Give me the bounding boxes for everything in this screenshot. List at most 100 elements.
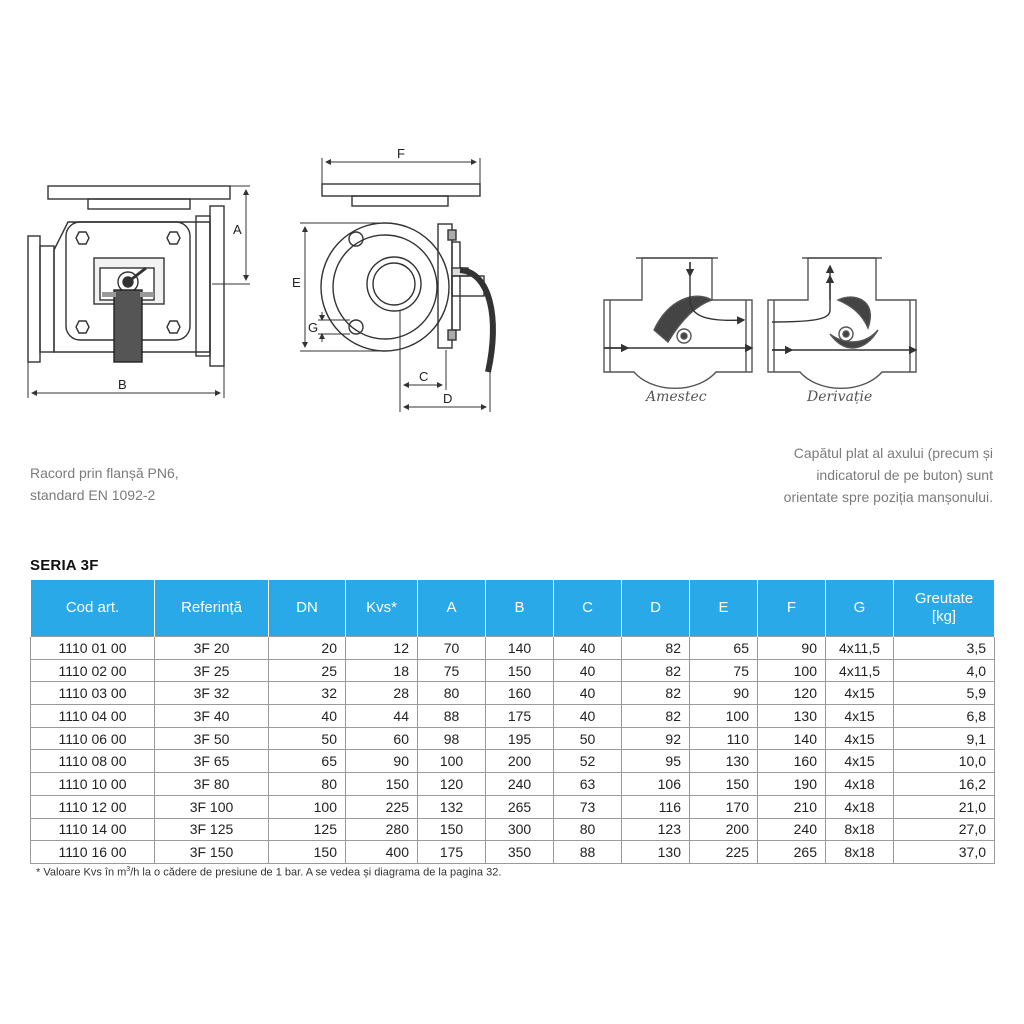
footnote-text-end: /h la o cădere de presiune de 1 bar. A s… xyxy=(130,866,502,879)
cell-a: 75 xyxy=(417,658,486,683)
cell-d: 82 xyxy=(621,658,690,683)
cell-b: 265 xyxy=(485,794,554,819)
cell-cod-art: 1110 03 00 xyxy=(30,681,155,706)
dim-label-d: D xyxy=(443,391,452,406)
cell-g: 4x11,5 xyxy=(825,636,894,660)
cell-f: 100 xyxy=(757,658,826,683)
cell-g: 8x18 xyxy=(825,840,894,864)
cell-d: 130 xyxy=(621,840,690,864)
cell-f: 90 xyxy=(757,636,826,660)
cell-cod-art: 1110 01 00 xyxy=(30,636,155,660)
cell-g: 4x15 xyxy=(825,726,894,751)
cell-dn: 20 xyxy=(268,636,346,660)
header-dn: DN xyxy=(268,580,346,637)
valve-drawings-svg: A B F E xyxy=(27,146,918,412)
flange-note-line-2: standard EN 1092-2 xyxy=(30,487,156,503)
flow-diagram-bypass xyxy=(767,257,918,390)
header-b: B xyxy=(485,580,554,637)
cell-dn: 32 xyxy=(268,681,346,706)
table-header-row: Cod art. Referință DN Kvs* A B C D E F G… xyxy=(30,580,995,637)
cell-c: 40 xyxy=(553,704,622,728)
cell-greutate: 5,9 xyxy=(893,681,995,706)
cell-referinta: 3F 32 xyxy=(154,681,269,706)
cell-c: 50 xyxy=(553,726,622,751)
dim-a xyxy=(212,185,250,285)
cell-b: 240 xyxy=(485,772,554,796)
caption-mixing: Amestec xyxy=(644,389,707,405)
cell-cod-art: 1110 08 00 xyxy=(30,749,155,774)
shaft-note-line-2: indicatorul de pe buton) sunt xyxy=(816,467,993,483)
cell-kvs: 400 xyxy=(345,840,418,864)
cell-referinta: 3F 40 xyxy=(154,704,269,728)
cell-b: 140 xyxy=(485,636,554,660)
cell-d: 106 xyxy=(621,772,690,796)
cell-c: 40 xyxy=(553,658,622,683)
cell-e: 75 xyxy=(689,658,758,683)
cell-greutate: 37,0 xyxy=(893,840,995,864)
flange-note: Racord prin flanșă PN6, standard EN 1092… xyxy=(30,462,290,506)
cell-b: 150 xyxy=(485,658,554,683)
cell-greutate: 16,2 xyxy=(893,772,995,796)
cell-kvs: 12 xyxy=(345,636,418,660)
cell-b: 195 xyxy=(485,726,554,751)
cell-d: 92 xyxy=(621,726,690,751)
cell-f: 160 xyxy=(757,749,826,774)
cell-referinta: 3F 20 xyxy=(154,636,269,660)
cell-kvs: 44 xyxy=(345,704,418,728)
caption-bypass: Derivație xyxy=(806,389,872,405)
valve-front-view xyxy=(27,185,231,367)
cell-g: 4x15 xyxy=(825,681,894,706)
shaft-note: Capătul plat al axului (precum și indica… xyxy=(693,442,993,508)
header-a: A xyxy=(417,580,486,637)
header-referinta: Referință xyxy=(154,580,269,637)
cell-a: 100 xyxy=(417,749,486,774)
cell-f: 190 xyxy=(757,772,826,796)
cell-g: 4x15 xyxy=(825,749,894,774)
header-e: E xyxy=(689,580,758,637)
cell-a: 98 xyxy=(417,726,486,751)
cell-kvs: 18 xyxy=(345,658,418,683)
cell-dn: 40 xyxy=(268,704,346,728)
header-cod-art: Cod art. xyxy=(30,580,155,637)
header-c: C xyxy=(553,580,622,637)
header-greutate-unit: [kg] xyxy=(931,608,957,625)
cell-e: 130 xyxy=(689,749,758,774)
technical-drawings: A B F E xyxy=(0,0,1024,440)
cell-kvs: 150 xyxy=(345,772,418,796)
cell-kvs: 90 xyxy=(345,749,418,774)
cell-d: 82 xyxy=(621,681,690,706)
series-title: SERIA 3F xyxy=(30,557,99,574)
cell-e: 170 xyxy=(689,794,758,819)
cell-e: 225 xyxy=(689,840,758,864)
cell-referinta: 3F 25 xyxy=(154,658,269,683)
cell-dn: 25 xyxy=(268,658,346,683)
cell-c: 88 xyxy=(553,840,622,864)
cell-a: 88 xyxy=(417,704,486,728)
cell-kvs: 60 xyxy=(345,726,418,751)
cell-kvs: 225 xyxy=(345,794,418,819)
dim-label-e: E xyxy=(292,275,301,290)
cell-g: 4x18 xyxy=(825,794,894,819)
cell-dn: 80 xyxy=(268,772,346,796)
cell-cod-art: 1110 12 00 xyxy=(30,794,155,819)
cell-c: 40 xyxy=(553,681,622,706)
cell-greutate: 27,0 xyxy=(893,817,995,842)
header-kvs: Kvs* xyxy=(345,580,418,637)
cell-d: 82 xyxy=(621,704,690,728)
flange-note-line-1: Racord prin flanșă PN6, xyxy=(30,465,179,481)
cell-c: 80 xyxy=(553,817,622,842)
cell-d: 95 xyxy=(621,749,690,774)
footnote-superscript: 3 xyxy=(126,866,131,873)
cell-f: 120 xyxy=(757,681,826,706)
cell-c: 73 xyxy=(553,794,622,819)
cell-cod-art: 1110 10 00 xyxy=(30,772,155,796)
